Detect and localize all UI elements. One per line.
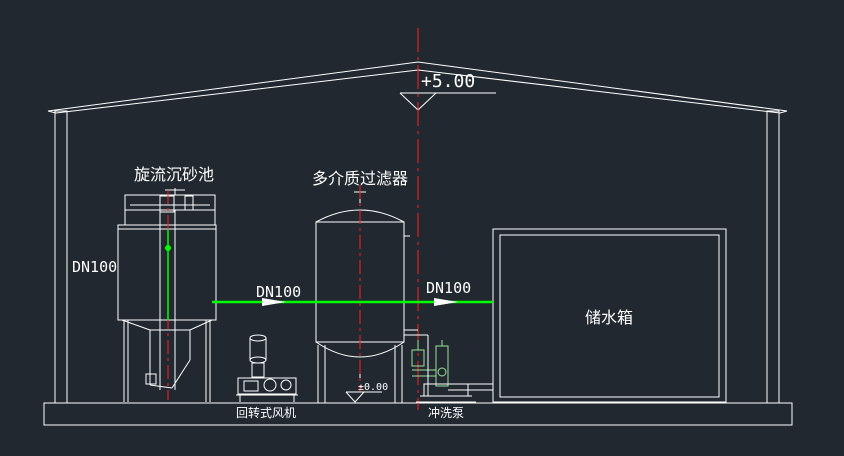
water-tank-label: 储水箱: [585, 308, 633, 327]
roots-blower: [236, 334, 298, 402]
grit-chamber-fitting: [165, 245, 171, 251]
floor-elevation-marker: ±0.00: [345, 382, 388, 403]
right-wall: [766, 110, 780, 404]
roof-outer: [47, 61, 788, 112]
multimedia-filter: [315, 191, 418, 403]
dn-pipe-1-label: DN100: [256, 283, 301, 301]
flow-arrow-2: [434, 298, 458, 306]
roof-elevation-marker: +5.00: [399, 71, 496, 111]
floor-elevation-label: ±0.00: [358, 382, 388, 393]
flow-arrow-1: [262, 298, 286, 306]
multimedia-filter-label: 多介质过滤器: [312, 169, 408, 188]
dn-vertical-label: DN100: [72, 258, 117, 276]
dn-pipe-2-label: DN100: [426, 279, 471, 297]
flush-pump: [404, 334, 493, 403]
blower-label: 回转式风机: [236, 405, 296, 420]
grit-chamber: [117, 188, 217, 402]
flush-pump-label: 冲洗泵: [428, 405, 464, 420]
building-outline: [43, 61, 793, 426]
grit-chamber-label: 旋流沉砂池: [134, 165, 214, 184]
water-tank: [492, 228, 727, 403]
left-wall: [54, 110, 68, 404]
roof-elevation-label: +5.00: [421, 71, 475, 92]
